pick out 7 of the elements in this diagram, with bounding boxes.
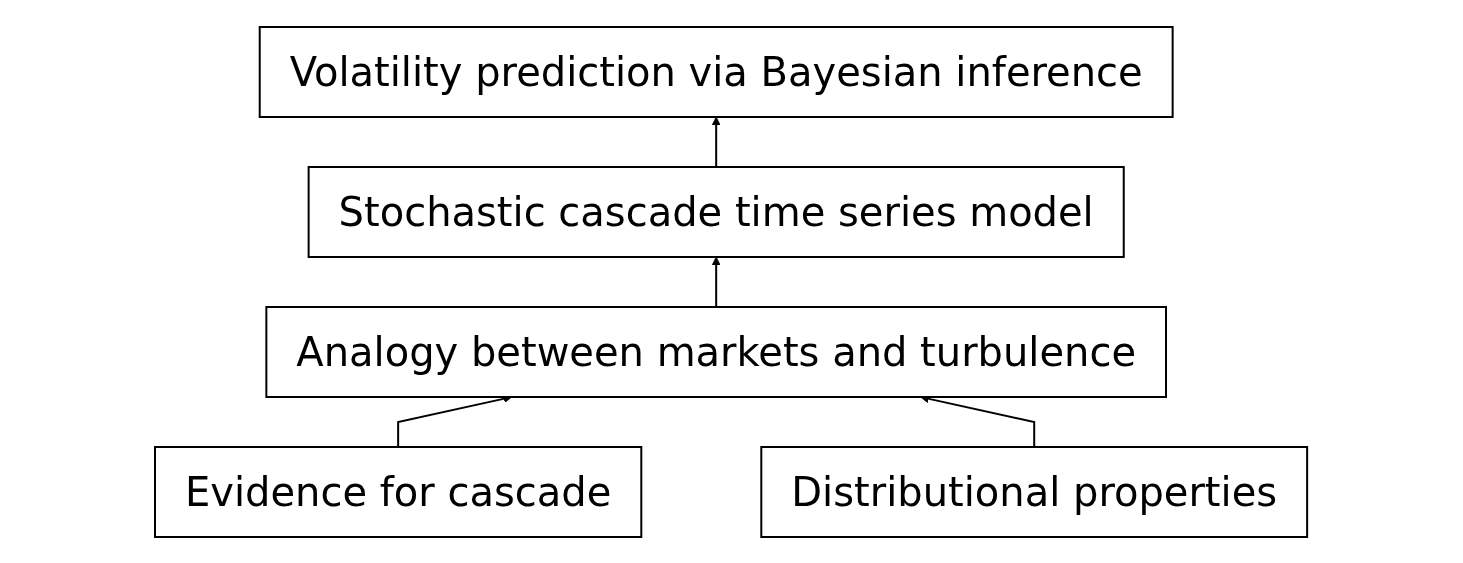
arrow <box>712 256 721 308</box>
node-box: Analogy between markets and turbulence <box>265 305 1168 398</box>
node-box: Distributional properties <box>760 445 1309 538</box>
node-box: Volatility prediction via Bayesian inference <box>259 25 1175 118</box>
node-box: Evidence for cascade <box>154 445 643 538</box>
arrow <box>712 116 721 168</box>
node-box: Stochastic cascade time series model <box>308 165 1126 258</box>
